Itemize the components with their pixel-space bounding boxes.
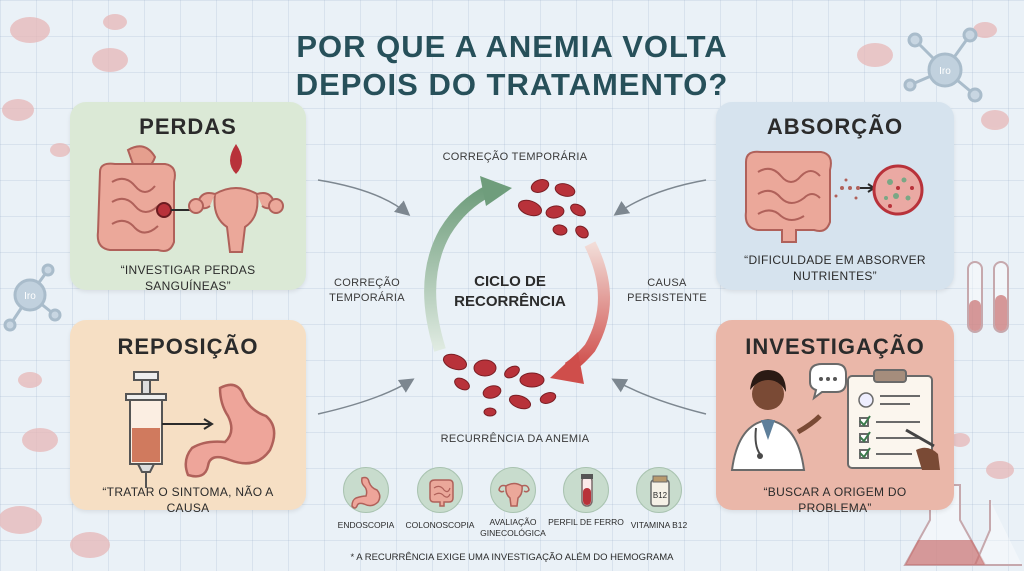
cell-icon <box>872 164 924 216</box>
molecule-label: Iro <box>939 66 951 77</box>
stomach-icon <box>184 383 276 478</box>
uterus-icon <box>490 467 536 513</box>
test-label: COLONOSCOPIA <box>405 520 475 530</box>
card-title: PERDAS <box>139 114 237 139</box>
footnote: * A RECURRÊNCIA EXIGE UMA INVESTIGAÇÃO A… <box>350 552 674 563</box>
molecule-label: Iro <box>24 291 36 302</box>
intestine-absorption-illustration <box>744 150 924 243</box>
test-label: ENDOSCOPIA <box>337 520 395 530</box>
vitamin-bottle-label: B12 <box>653 491 668 500</box>
speech-bubble-icon <box>809 363 847 401</box>
cycle-left-label: CORREÇÃO TEMPORÁRIA <box>329 277 405 304</box>
colon-icon <box>417 467 463 513</box>
syringe-icon <box>125 371 167 488</box>
uterus-icon <box>188 144 284 253</box>
card-quote: “TRATAR O SINTOMA, NÃO A CAUSA <box>102 485 274 515</box>
test-label: AVALIAÇÃO GINECOLÓGICA <box>480 517 546 538</box>
page-title: POR QUE A ANEMIA VOLTA DEPOIS DO TRATAME… <box>0 28 1024 104</box>
card-quote: “INVESTIGAR PERDAS SANGUÍNEAS” <box>120 263 256 293</box>
card-reposicao: REPOSIÇÃO “TRATAR O SINTOMA, NÃO A CAUSA <box>70 320 306 515</box>
card-absorcao: ABSORÇÃO “DIFICULDADE EM ABSORVER NUTRIE… <box>716 102 954 290</box>
intestine-icon <box>96 145 176 252</box>
cycle-center-label: CICLO DE RECORRÊNCIA <box>454 273 566 310</box>
intestine-icon <box>744 150 832 243</box>
cycle-bottom-label: RECURRÊNCIA DA ANEMIA <box>440 433 590 445</box>
title-line-1: POR QUE A ANEMIA VOLTA <box>296 29 728 64</box>
card-quote: “DIFICULDADE EM ABSORVER NUTRIENTES” <box>744 253 926 283</box>
card-investigacao: INVESTIGAÇÃO <box>716 320 954 515</box>
card-title: ABSORÇÃO <box>766 114 904 139</box>
card-title: REPOSIÇÃO <box>117 334 259 359</box>
card-title: INVESTIGAÇÃO <box>745 334 925 359</box>
card-quote: “BUSCAR A ORIGEM DO PROBLEMA” <box>763 485 907 515</box>
card-perdas: PERDAS “INVESTIGAR PERDAS SANGUÍNEAS” <box>70 102 306 293</box>
doctor-icon <box>730 370 822 471</box>
syringe-stomach-illustration <box>125 371 276 488</box>
vitamin-bottle-icon: B12 <box>636 467 682 513</box>
test-label: PERFIL DE FERRO <box>548 517 624 527</box>
intestine-uterus-illustration <box>96 144 284 253</box>
clipboard-icon <box>847 369 940 470</box>
blood-tube-icon <box>563 467 609 513</box>
cycle-right-label: CAUSA PERSISTENTE <box>627 277 707 304</box>
cycle-top-label: CORREÇÃO TEMPORÁRIA <box>442 151 588 163</box>
doctor-clipboard-illustration <box>730 363 940 471</box>
title-line-2: DEPOIS DO TRATAMENTO? <box>295 67 729 102</box>
stomach-icon <box>343 467 389 513</box>
test-label: VITAMINA B12 <box>630 520 688 530</box>
